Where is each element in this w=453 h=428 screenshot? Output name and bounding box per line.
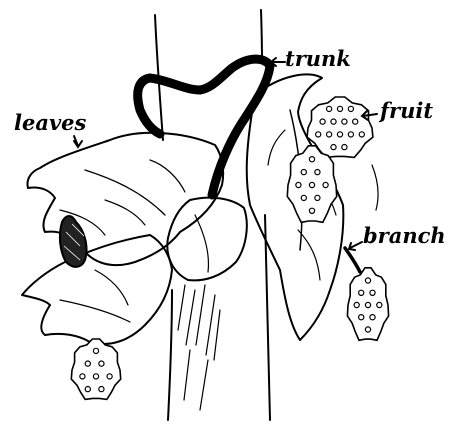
- fruit-lower-left: [71, 339, 120, 399]
- fruit-middle: [287, 146, 336, 223]
- label-fruit: fruit: [380, 100, 433, 121]
- label-leaves: leaves: [14, 112, 86, 133]
- label-trunk: trunk: [285, 48, 351, 69]
- leaf-left-lower: [22, 235, 172, 344]
- trunk-line-right: [261, 10, 262, 62]
- branch-stem: [345, 248, 360, 272]
- fruit-lower-right: [347, 268, 388, 341]
- fruit-dark: [60, 216, 87, 267]
- label-branch: branch: [363, 225, 446, 246]
- trunk-line-left-lower: [168, 290, 172, 420]
